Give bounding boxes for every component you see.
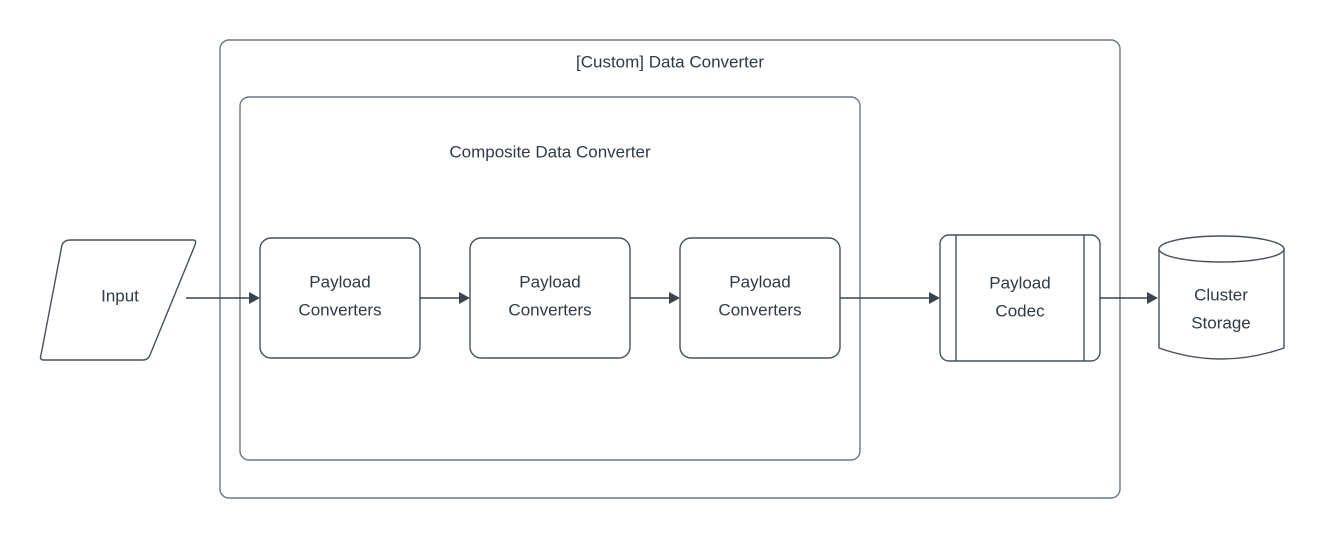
node-payload-converters-3[interactable]: Payload Converters (679, 237, 841, 359)
cluster-storage-top-ellipse (1158, 235, 1285, 263)
edge-payload-converters-2-to-payload-converters-3 (630, 292, 680, 304)
payload-converters-1-shape (259, 237, 421, 359)
edge-payload-converters-1-to-payload-converters-2 (420, 292, 470, 304)
cluster-storage-label-line1: Cluster (1194, 285, 1248, 304)
node-input[interactable]: Input (39, 239, 197, 361)
payload-converters-2-label-line2: Converters (508, 300, 591, 319)
payload-codec-label-line2: Codec (995, 301, 1045, 320)
cluster-storage-label-line2: Storage (1191, 313, 1251, 332)
payload-codec-shape (939, 234, 1101, 362)
container-composite-data-converter[interactable]: Composite Data Converter (239, 96, 861, 461)
payload-converters-1-label-line2: Converters (298, 300, 381, 319)
composite-data-converter-border (239, 96, 861, 461)
payload-converters-1-label-line1: Payload (309, 272, 370, 291)
payload-converters-2-shape (469, 237, 631, 359)
node-payload-converters-1[interactable]: Payload Converters (259, 237, 421, 359)
node-payload-converters-2[interactable]: Payload Converters (469, 237, 631, 359)
node-cluster-storage[interactable]: Cluster Storage (1158, 235, 1285, 360)
node-payload-codec[interactable]: Payload Codec (939, 234, 1101, 362)
arrow-head-icon (459, 292, 470, 304)
composite-data-converter-label: Composite Data Converter (449, 142, 651, 161)
payload-converters-3-label-line1: Payload (729, 272, 790, 291)
edge-payload-codec-to-cluster-storage (1100, 292, 1158, 304)
cluster-storage-body (1158, 248, 1285, 360)
container-custom-data-converter[interactable]: [Custom] Data Converter (219, 39, 1121, 499)
custom-data-converter-label: [Custom] Data Converter (576, 52, 764, 71)
edge-input-to-payload-converters-1 (186, 292, 260, 304)
arrow-head-icon (249, 292, 260, 304)
custom-data-converter-border (219, 39, 1121, 499)
payload-converters-2-label-line1: Payload (519, 272, 580, 291)
arrow-head-icon (1147, 292, 1158, 304)
payload-codec-label-line1: Payload (989, 273, 1050, 292)
input-label: Input (101, 286, 139, 305)
arrow-head-icon (669, 292, 680, 304)
payload-converters-3-shape (679, 237, 841, 359)
payload-converters-3-label-line2: Converters (718, 300, 801, 319)
input-shape (39, 239, 197, 361)
edge-payload-converters-3-to-payload-codec (840, 292, 940, 304)
arrow-head-icon (929, 292, 940, 304)
